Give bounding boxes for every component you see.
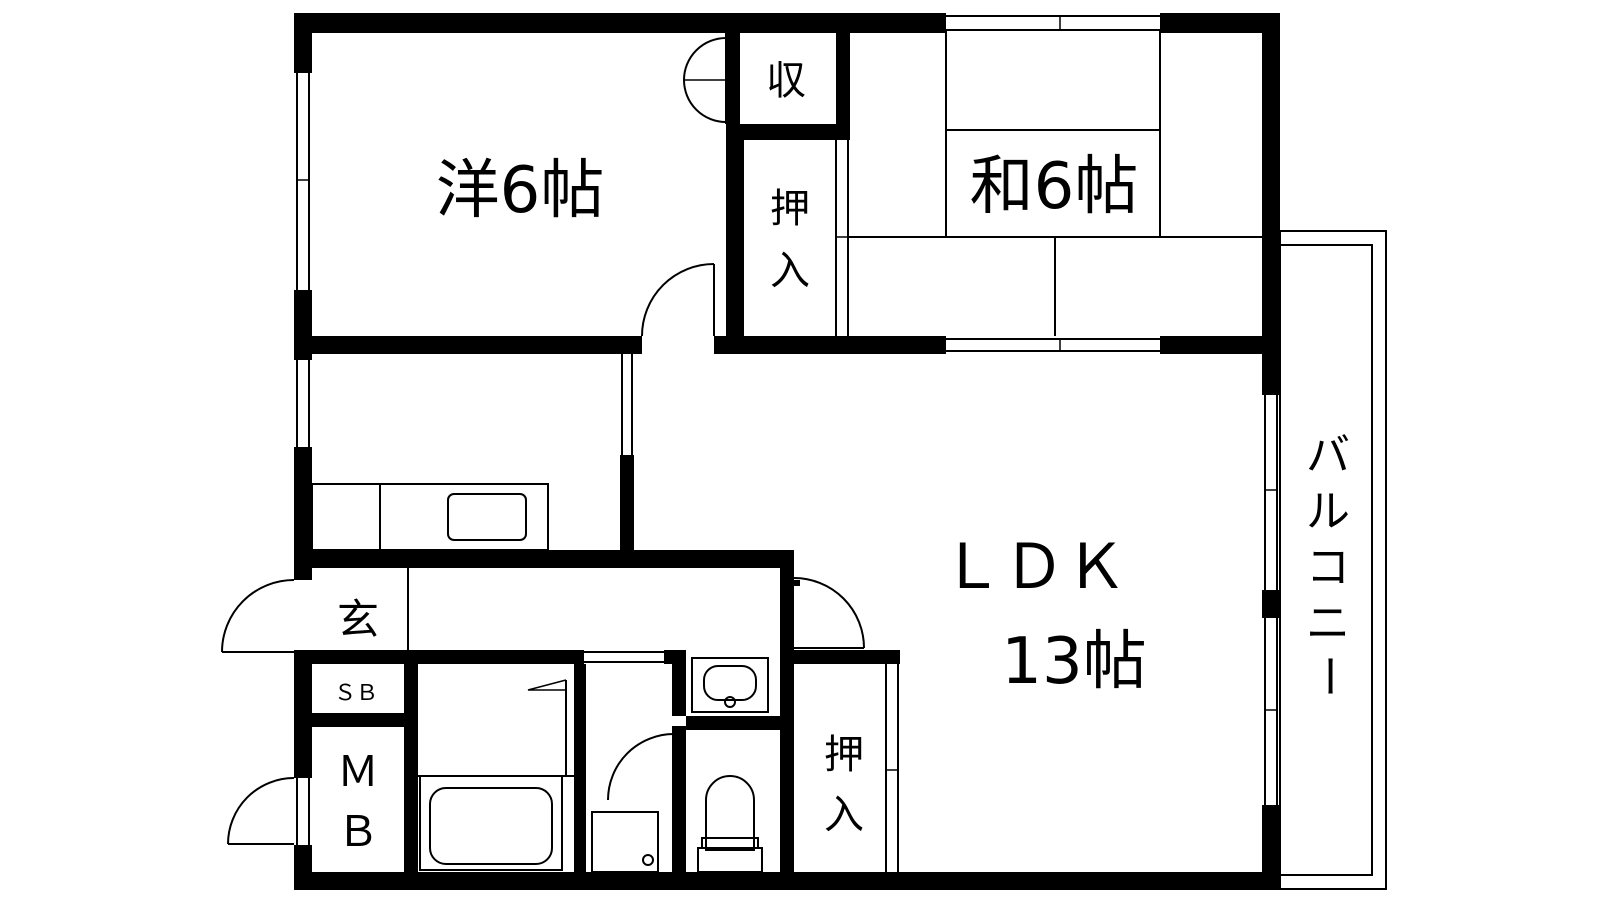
- balcony-char-3: コ: [1306, 542, 1350, 593]
- western-room-label: 洋6帖: [436, 154, 605, 228]
- meter-box-label-1: Ｍ: [337, 747, 379, 796]
- wash-basin: [691, 657, 769, 713]
- shoe-box-label: ＳＢ: [334, 681, 378, 706]
- balcony-char-5: ー: [1303, 654, 1354, 698]
- storage-label: 収: [766, 58, 806, 104]
- closet-top-label-1: 押: [770, 186, 810, 232]
- balcony-label: バ ル コ ニ ー: [1303, 430, 1354, 698]
- balcony-char-2: ル: [1306, 486, 1350, 537]
- balcony: [1279, 230, 1387, 890]
- ldk-size-label: 13帖: [1001, 625, 1146, 699]
- japanese-room-label: 和6帖: [970, 150, 1139, 224]
- balcony-char-1: バ: [1306, 430, 1350, 481]
- ldk-label: ＬＤＫ: [941, 530, 1127, 603]
- tatami-mats: [848, 30, 1262, 336]
- interior-walls: [294, 30, 1280, 890]
- kitchen-counter: [311, 483, 549, 551]
- door-swings: [221, 37, 865, 845]
- entrance-label: 玄: [337, 595, 379, 644]
- washing-machine: [591, 811, 659, 873]
- windows: [296, 15, 1278, 845]
- closet-top-label-2: 入: [770, 248, 810, 294]
- toilet: [697, 775, 763, 873]
- meter-box-label-2: Ｂ: [337, 807, 379, 856]
- closet-bottom-label-1: 押: [824, 732, 864, 778]
- closet-bottom-label-2: 入: [824, 792, 864, 838]
- bathtub: [418, 679, 574, 871]
- balcony-char-4: ニ: [1306, 598, 1350, 649]
